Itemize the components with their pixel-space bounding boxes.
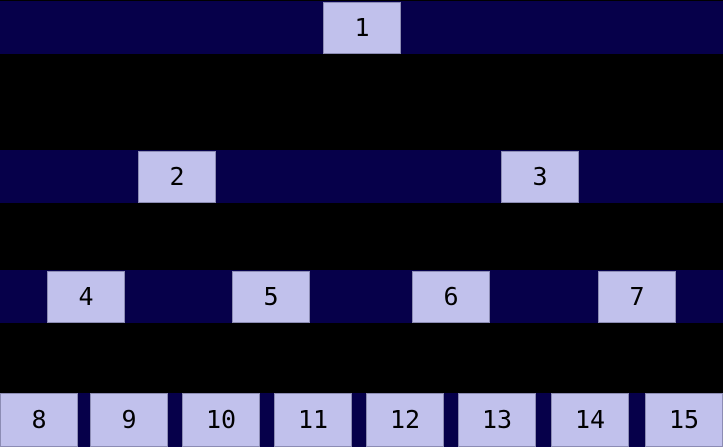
tree-node-label: 2 [169,161,185,191]
tree-node-label: 1 [354,12,370,42]
tree-node-11[interactable]: 11 [274,393,352,447]
tree-node-7[interactable]: 7 [598,271,676,323]
tree-node-10[interactable]: 10 [182,393,260,447]
tree-level-band-1 [0,150,723,203]
tree-node-label: 13 [481,404,513,434]
tree-node-8[interactable]: 8 [0,393,78,447]
tree-node-label: 6 [443,281,459,311]
tree-node-13[interactable]: 13 [458,393,536,447]
tree-node-6[interactable]: 6 [412,271,490,323]
tree-node-3[interactable]: 3 [501,151,579,203]
tree-node-12[interactable]: 12 [366,393,444,447]
tree-node-4[interactable]: 4 [47,271,125,323]
tree-node-label: 4 [78,281,94,311]
tree-node-2[interactable]: 2 [138,151,216,203]
tree-node-label: 5 [263,281,279,311]
tree-node-label: 11 [297,404,329,434]
tree-node-label: 7 [629,281,645,311]
tree-node-label: 8 [31,404,47,434]
tree-node-15[interactable]: 15 [645,393,723,447]
tree-node-1[interactable]: 1 [323,2,401,54]
tree-node-label: 15 [668,404,700,434]
tree-node-5[interactable]: 5 [232,271,310,323]
tree-node-label: 3 [532,161,548,191]
tree-node-label: 14 [574,404,606,434]
tree-node-9[interactable]: 9 [90,393,168,447]
tree-node-label: 10 [205,404,237,434]
tree-node-label: 9 [121,404,137,434]
tree-node-14[interactable]: 14 [551,393,629,447]
tree-node-label: 12 [389,404,421,434]
